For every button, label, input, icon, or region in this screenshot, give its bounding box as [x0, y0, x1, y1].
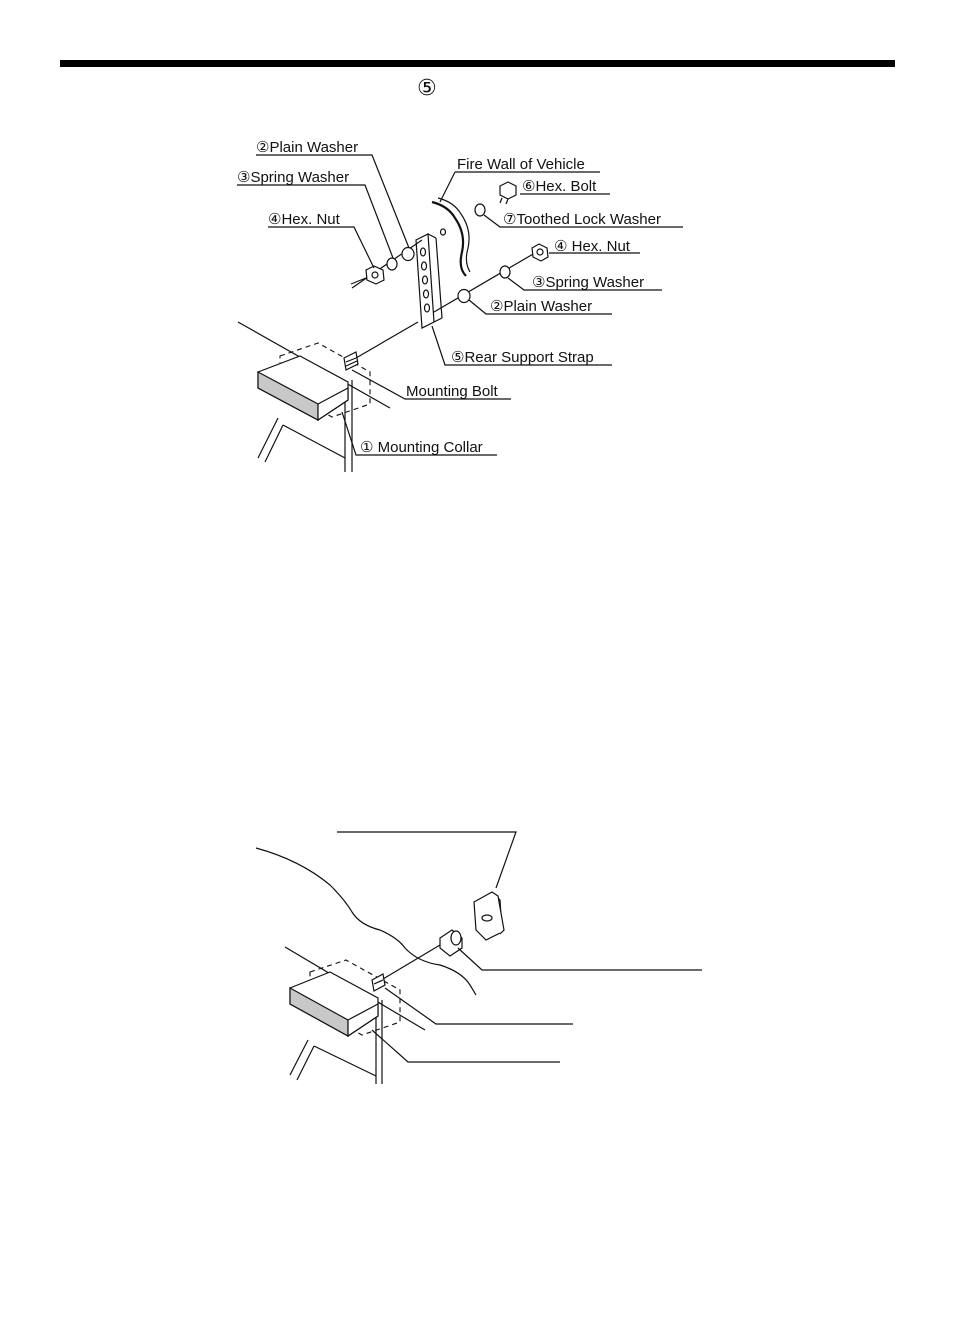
- leader-lines-top: [237, 154, 683, 456]
- spring-washer-left: [386, 257, 398, 271]
- section-circled-number: ⑤: [417, 75, 437, 100]
- top-rule: [60, 60, 895, 67]
- bolt-axis-line: [355, 321, 419, 359]
- right-axis-line: [433, 249, 541, 313]
- label-spring-washer-right: ③Spring Washer: [532, 274, 644, 291]
- dash-frame-line: [282, 424, 346, 459]
- surface-edge: [255, 847, 477, 996]
- label-mounting-bolt: Mounting Bolt: [406, 383, 499, 400]
- hex-nut-left: [365, 265, 385, 285]
- spring-washer-right: [499, 265, 511, 279]
- leader-lines-bottom: [337, 831, 702, 1063]
- mounting-collar-outline: [279, 342, 371, 418]
- bolt-axis-line: [382, 944, 441, 980]
- dash-frame-line: [257, 417, 279, 459]
- fire-wall-edge: [431, 200, 467, 277]
- fire-wall-hole: [439, 228, 447, 236]
- label-fire-wall: Fire Wall of Vehicle: [457, 156, 585, 173]
- plain-washer-right: [457, 288, 471, 304]
- mounting-bolt: [343, 351, 359, 371]
- label-plain-washer-left: ②Plain Washer: [256, 139, 358, 156]
- rear-support-strap: [415, 233, 443, 329]
- head-unit-side: [347, 1003, 379, 1038]
- label-plain-washer-right: ②Plain Washer: [490, 298, 592, 315]
- dash-frame-line: [313, 1045, 377, 1077]
- rubber-bush: [439, 929, 463, 957]
- fire-wall-edge: [437, 197, 471, 273]
- dash-frame-line: [296, 1045, 315, 1081]
- dash-frame-line: [264, 424, 284, 463]
- hex-bolt: [499, 181, 517, 205]
- mounting-bolt: [371, 973, 386, 992]
- label-mounting-collar: ① Mounting Collar: [360, 439, 483, 456]
- label-hex-nut-right: ④ Hex. Nut: [554, 238, 631, 255]
- label-toothed-lock-washer: ⑦Toothed Lock Washer: [503, 211, 661, 228]
- support-bracket: [473, 891, 505, 941]
- plain-washer-left: [401, 246, 415, 262]
- label-rear-support-strap: ⑤Rear Support Strap: [451, 349, 594, 366]
- mounting-collar-outline: [309, 959, 401, 1036]
- label-hex-nut-left: ④Hex. Nut: [268, 211, 341, 228]
- head-unit-side: [317, 387, 349, 422]
- label-spring-washer-left: ③Spring Washer: [237, 169, 349, 186]
- label-hex-bolt: ⑥Hex. Bolt: [522, 178, 597, 195]
- bottom-diagram: [255, 831, 702, 1084]
- toothed-lock-washer: [474, 203, 486, 217]
- top-diagram: ②Plain Washer ③Spring Washer ④Hex. Nut F…: [237, 139, 683, 472]
- hex-nut-right: [531, 243, 549, 262]
- dash-frame-line: [289, 1039, 309, 1076]
